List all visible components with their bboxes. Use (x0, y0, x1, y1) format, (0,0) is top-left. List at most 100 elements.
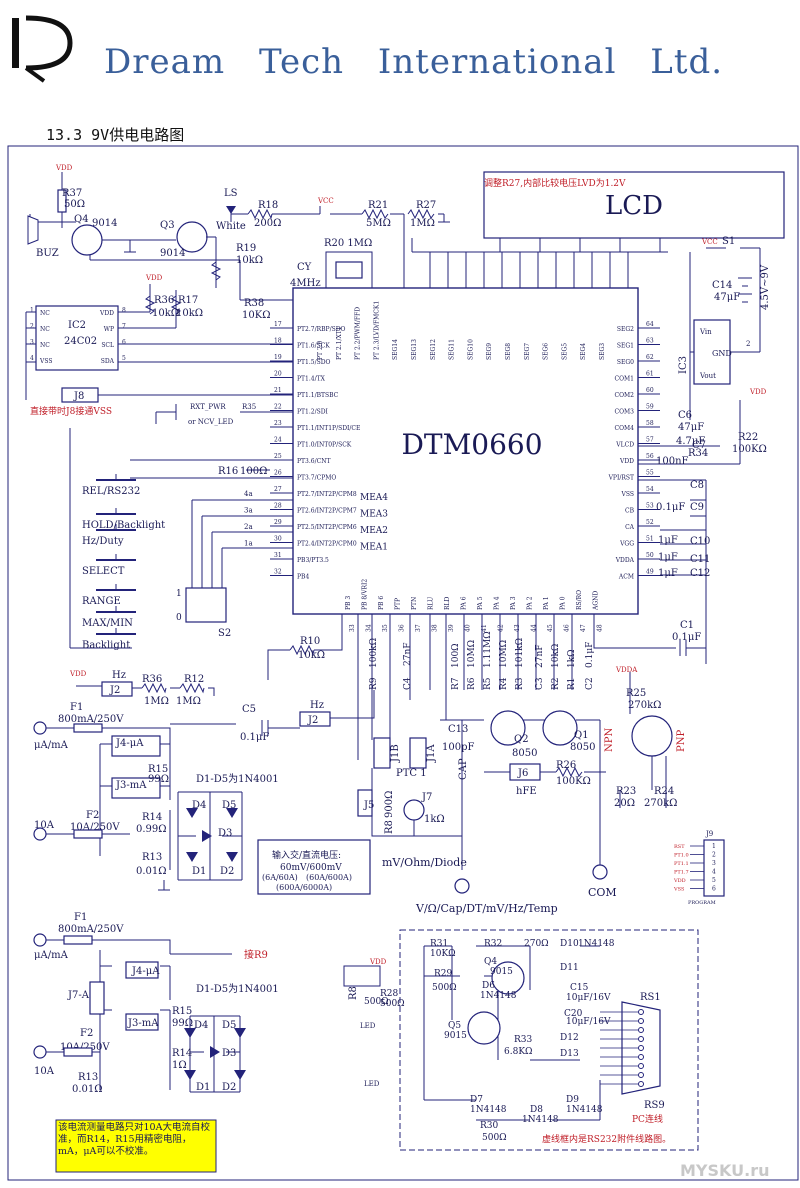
vdd-label-2: VDD (145, 274, 163, 282)
led-block (343, 965, 381, 987)
ic-bottom-pin-num: 45 (547, 624, 554, 632)
r27-value: 1MΩ (410, 218, 435, 229)
ic-right-pin-num: 54 (646, 486, 654, 493)
component-label-r6: R6 (467, 677, 477, 690)
r13-value-bottom: 0.01Ω (72, 1084, 103, 1095)
c14-value: 47μF (714, 292, 740, 303)
range-note-2: 60mV/600mV (280, 863, 342, 873)
range-note-3: (6A/60A) (262, 873, 298, 882)
component-label-r9: R9 (369, 677, 379, 690)
d9-value: 1N4148 (566, 1105, 603, 1115)
hz-wiring (76, 685, 215, 696)
ic-right-pin-name: VPI/RST (608, 475, 634, 482)
j1a-jumper (409, 737, 427, 769)
db9-pins (600, 1009, 644, 1087)
r36-label: R36 (142, 674, 162, 685)
d2-label-bottom: D2 (222, 1082, 236, 1093)
section-title: 13.3 9V供电电路图 (46, 126, 185, 144)
db9-pin (638, 1036, 644, 1042)
ic-right-pin-name: VDDA (615, 557, 635, 564)
c5-value: 0.1μF (240, 732, 269, 743)
component-label-r2v: 10kΩ (551, 644, 561, 668)
d2-label-top: D2 (220, 866, 234, 877)
ic-bottom-pin-num: 44 (531, 624, 538, 632)
j7-label: J7 (421, 792, 432, 803)
component-label-c3: C3 (535, 677, 545, 690)
q4b-value: 9015 (490, 967, 513, 977)
j9-pin-name: VSS (673, 887, 685, 893)
q3-value: 9014 (160, 248, 185, 259)
r14-label-bottom: R14 (172, 1048, 192, 1059)
j4-jumper-top (111, 735, 161, 757)
db9-pin (638, 1027, 644, 1033)
ic-right-pin-num: 59 (646, 404, 654, 411)
ic-left-pin-num: 24 (274, 437, 282, 444)
ic2-name: IC2 (68, 320, 86, 331)
s2-label: S2 (218, 628, 231, 639)
r21-value: 5MΩ (366, 218, 391, 229)
q4-value: 9014 (92, 218, 117, 229)
ic-right-pin-name: COM1 (615, 376, 634, 383)
buzzer-symbol (27, 215, 39, 245)
ic2-part: 24C02 (64, 336, 97, 347)
component-label-r9v: 100kΩ (369, 638, 379, 668)
db9-pin (638, 1072, 644, 1078)
c12-label: C12 (690, 568, 710, 579)
component-label-r1v: 1kΩ (567, 649, 577, 668)
c10-value: 1μF (658, 535, 678, 546)
ic-right-pin-name: SEG0 (617, 359, 634, 366)
d3-label-top: D3 (218, 828, 232, 839)
ic-top-pin-name: SEG9 (486, 343, 493, 360)
ic-right-pin-name: VSS (621, 491, 634, 498)
ic-top-pin-name: SEG14 (392, 339, 399, 360)
r36a-value: 10kΩ (152, 308, 179, 319)
j1a-label: J1A (426, 744, 437, 763)
switch-bus (69, 428, 293, 649)
ic3-vin: Vin (699, 328, 712, 336)
j6-label: J6 (517, 768, 528, 779)
r14-value-bottom: 1Ω (172, 1060, 187, 1071)
ic-left-pin-name: PT2.6/INT2P/CPM7 (297, 508, 357, 515)
d6-label: D6 (482, 981, 495, 991)
ic-bottom-pin-name: PB 6 (378, 596, 385, 610)
led-label-2: LED (364, 1080, 380, 1088)
c12-value: 1μF (658, 568, 678, 579)
ic-right-pin-num: 53 (646, 503, 654, 510)
switch-label: Backlight (82, 640, 130, 651)
d4-label-bottom: D4 (194, 1020, 208, 1031)
d6-value: 1N4148 (480, 991, 517, 1001)
r36-r12-resistors (141, 682, 205, 694)
r30-value: 500Ω (482, 1133, 507, 1143)
ic-right-pin-name: VDD (619, 458, 634, 465)
r15-value-bottom: 99Ω (172, 1018, 193, 1029)
schematic-frame (7, 145, 799, 1181)
vdd-label-5: VDD (369, 958, 387, 966)
r19-value: 10kΩ (236, 255, 263, 266)
range-note-box (257, 839, 371, 895)
rs1-label: RS1 (640, 992, 661, 1003)
vcc-label-1: VCC (317, 197, 334, 205)
ic-left-pin-num: 25 (274, 453, 282, 460)
j3-jumper-bottom (125, 1013, 159, 1031)
c11-value: 1μF (658, 552, 678, 563)
j4-jumper-bottom (125, 961, 159, 979)
r21-resistor (361, 208, 389, 220)
ic2-left-pin: NC (40, 326, 50, 333)
ic-left-pin-num: 32 (274, 569, 282, 576)
ic-right-pin-num: 62 (646, 354, 654, 361)
input-wiring-bottom (46, 939, 232, 1090)
d4-label-top: D4 (192, 800, 206, 811)
r18-resistor (247, 208, 273, 220)
ncv-label: or NCV_LED (188, 418, 234, 426)
d11-label: D11 (560, 963, 579, 973)
ic-bottom-pin-name: RS/RO (576, 590, 583, 610)
c1-label: C1 (680, 620, 694, 631)
vdd-rail (638, 400, 741, 664)
q4b-transistor (491, 961, 525, 995)
company-name: Dream Tech International Ltd. (104, 42, 724, 82)
c13-value: 100pF (442, 742, 474, 753)
ic-left-pin-num: 31 (274, 552, 282, 559)
